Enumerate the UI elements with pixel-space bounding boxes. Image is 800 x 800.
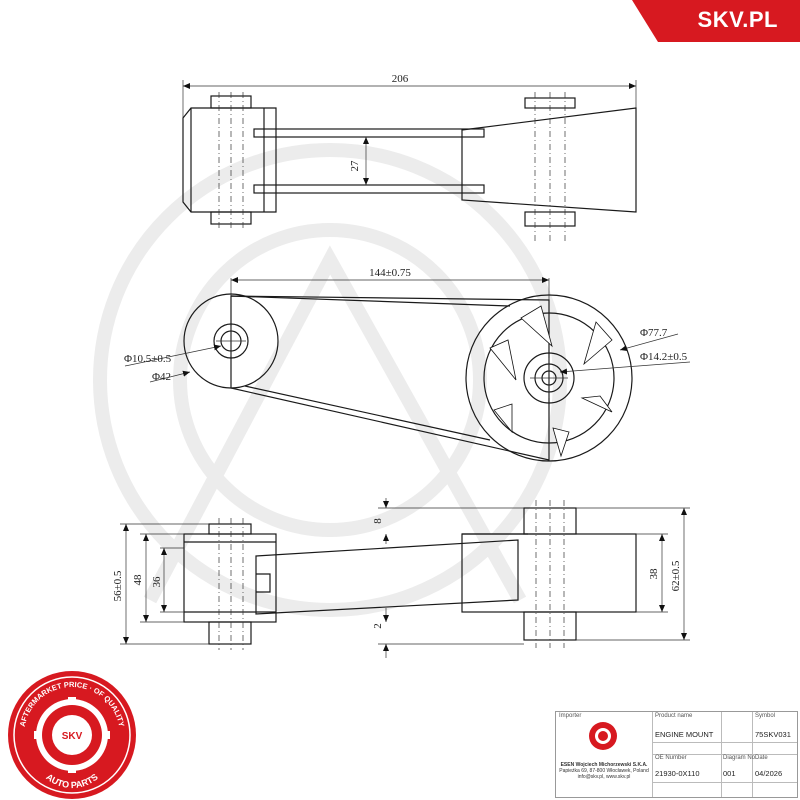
diagram-label: Diagram No.: [723, 755, 757, 761]
diagram-number: 001: [723, 769, 736, 778]
dim-large-outer: Φ77.7: [640, 327, 668, 339]
dim-large-bore: Φ14.2±0.5: [640, 351, 688, 363]
seal-center-text: SKV: [62, 731, 83, 742]
product-name: ENGINE MOUNT: [655, 730, 714, 739]
dim-offset-bottom: 2: [372, 623, 384, 629]
skv-seal: AFTERMARKET PRICE · OF QUALITY AUTO PART…: [8, 671, 136, 799]
product-name-label: Product name: [655, 713, 693, 719]
skv-small-seal: [589, 722, 617, 750]
dim-small-bore: Φ10.5±0.5: [124, 353, 172, 365]
date-label: Date: [755, 755, 768, 761]
dim-offset-top: 8: [372, 518, 384, 524]
brand-logo: SKV.PL: [697, 7, 778, 32]
importer-label: Importer: [559, 713, 582, 719]
dim-small-outer: Φ42: [152, 371, 171, 383]
dim-small-inner-height: 48: [132, 574, 144, 586]
product-symbol: 75SKV031: [755, 730, 791, 739]
oe-label: OE Number: [655, 755, 687, 761]
dim-large-inner-height: 38: [648, 568, 660, 580]
company-address: Papieżka 69, 87-800 Włocławek, Poland: [559, 768, 649, 775]
dim-large-height: 62±0.5: [670, 560, 682, 591]
dim-small-height: 56±0.5: [112, 570, 124, 601]
top-view: 206 27: [182, 73, 637, 244]
brand-banner: [632, 0, 800, 42]
front-view: 144±0.75 Φ10.5±0.5 Φ42: [124, 267, 691, 462]
dim-small-core-height: 36: [151, 576, 163, 588]
drawing-date: 04/2026: [755, 769, 783, 778]
dim-arm-width: 27: [349, 160, 361, 172]
company-contact: info@skv.pl, www.skv.pl: [577, 774, 631, 781]
company-name: ESEN Wojciech Michorzewski S.K.A.: [560, 762, 648, 768]
dim-center-distance: 144±0.75: [369, 267, 411, 279]
side-view: 56±0.5 48 36 8 2 62±0.5 38: [112, 498, 690, 658]
symbol-label: Symbol: [755, 713, 776, 719]
oe-number: 21930-0X110: [655, 769, 700, 778]
dim-overall-length: 206: [392, 73, 409, 85]
title-block: Importer ESEN Wojciech Michorzewski S.K.…: [555, 711, 798, 798]
